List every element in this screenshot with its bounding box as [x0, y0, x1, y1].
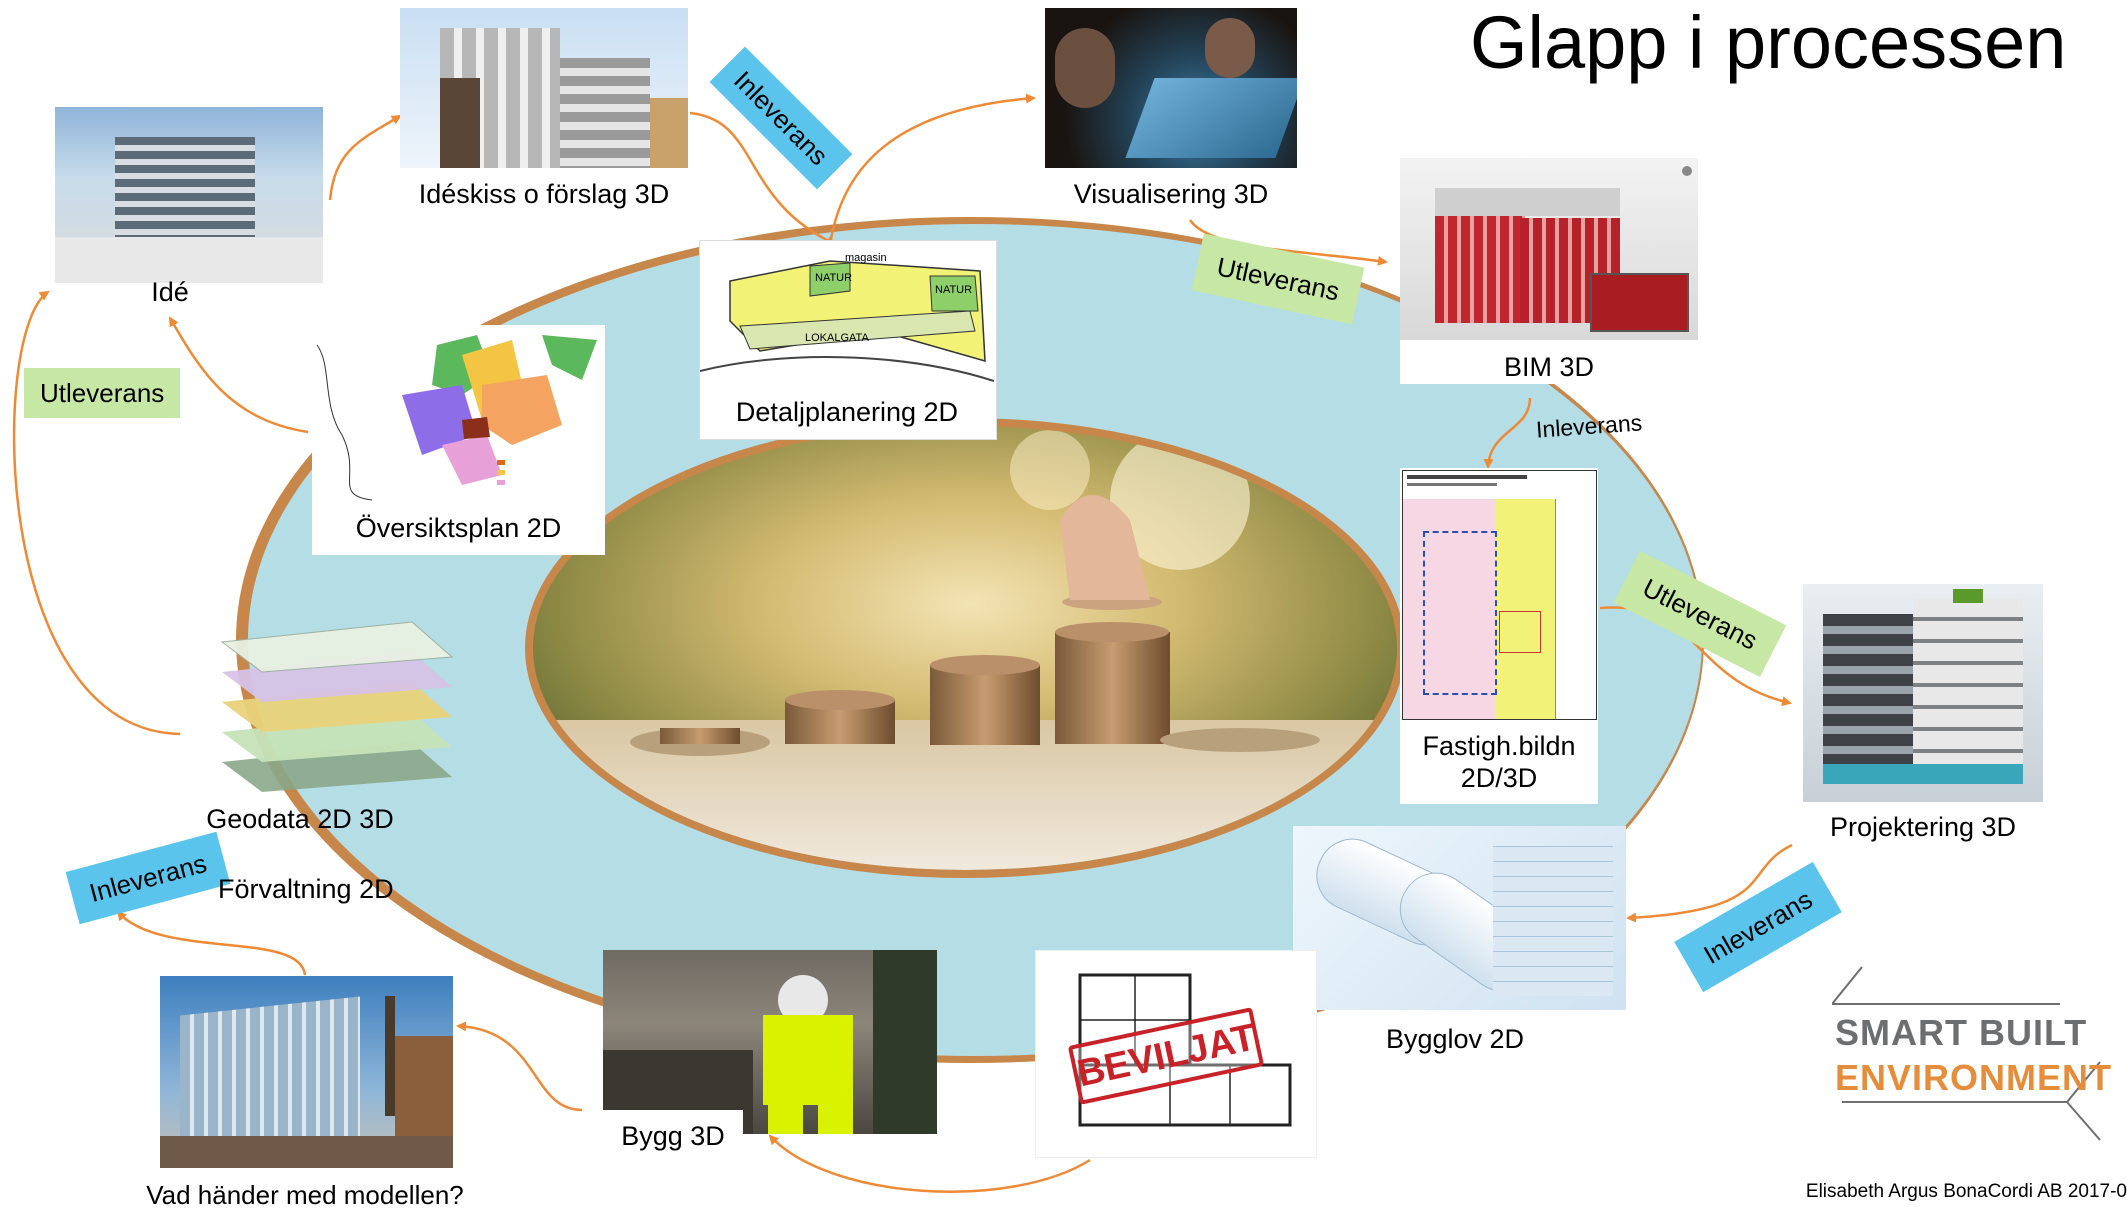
arrow-vadhander-to-forvaltning: [116, 910, 307, 976]
footer-credit: Elisabeth Argus BonaCordi AB 2017-0: [1805, 1181, 2127, 1202]
ide-building-photo: [55, 107, 323, 283]
node-label-visualisering: Visualisering 3D: [1073, 179, 1269, 209]
floorplan-image: [1050, 965, 1300, 1140]
detaljplan-map: NATUR NATUR LOKALGATA magasin: [700, 241, 994, 386]
arrow-projektering-to-bygglov: [1626, 843, 1793, 923]
fastigh-plan-drawing: [1402, 470, 1597, 720]
node-label-detaljplanering: Detaljplanering 2D: [735, 397, 959, 427]
node-label-fastigh-line1: Fastigh.bildn: [1422, 731, 1576, 761]
bim-model-image: [1400, 158, 1698, 340]
smart-built-logo-lines: [1832, 966, 2101, 1141]
arrow-detaljplan-to-visualisering: [828, 93, 1036, 246]
vad-hander-building-photo: [160, 976, 453, 1168]
bygg-worker-photo: [603, 950, 937, 1134]
logo-environment: ENVIRONMENT: [1835, 1057, 2113, 1098]
arrow-oversiktsplan-to-ide: [168, 316, 309, 434]
node-label-vad-hander: Vad händer med modellen?: [146, 1180, 464, 1210]
node-label-ideskiss: Idéskiss o förslag 3D: [418, 179, 670, 209]
node-label-forvaltning: Förvaltning 2D: [218, 874, 394, 904]
node-label-bygglov: Bygglov 2D: [1385, 1024, 1525, 1054]
coin-stack-photo: [533, 426, 1397, 870]
arrow-bygglov-to-bygg: [768, 1134, 1091, 1193]
node-label-bim: BIM 3D: [1503, 352, 1595, 382]
map-label-lokalgata: LOKALGATA: [805, 332, 869, 344]
visualisering-photo: [1045, 8, 1297, 168]
oversiktsplan-map: [312, 325, 605, 505]
geodata-layers-image: [182, 612, 457, 792]
map-label-natur2: NATUR: [935, 284, 972, 296]
node-label-geodata: Geodata 2D 3D: [206, 804, 394, 834]
node-label-bygg: Bygg 3D: [621, 1121, 725, 1151]
process-arrows: [12, 93, 1793, 1193]
map-label-magasin: magasin: [845, 252, 887, 264]
arrow-bygg-to-vadhander: [456, 1021, 583, 1112]
badge-utleverans-1: Utleverans: [24, 368, 181, 418]
page-title: Glapp i processen: [1470, 1, 2067, 84]
map-label-natur1: NATUR: [815, 272, 852, 284]
node-label-ide: Idé: [151, 277, 189, 307]
ideskiss-rendering: [400, 8, 688, 168]
arrow-bim-to-fastigh: [1483, 397, 1532, 469]
node-label-projektering: Projektering 3D: [1829, 812, 2017, 842]
arrow-ide-to-ideskiss: [328, 114, 402, 201]
arrow-ideskiss-to-detaljplan: [689, 111, 837, 246]
logo-smart-built: SMART BUILT: [1835, 1012, 2088, 1053]
arrow-geodata-to-ide: [12, 290, 181, 736]
node-label-fastigh-line2: 2D/3D: [1460, 763, 1538, 793]
projektering-building-model: [1803, 584, 2043, 802]
node-label-oversiktsplan: Översiktsplan 2D: [355, 513, 562, 543]
bygglov-blueprints: [1293, 826, 1626, 1010]
